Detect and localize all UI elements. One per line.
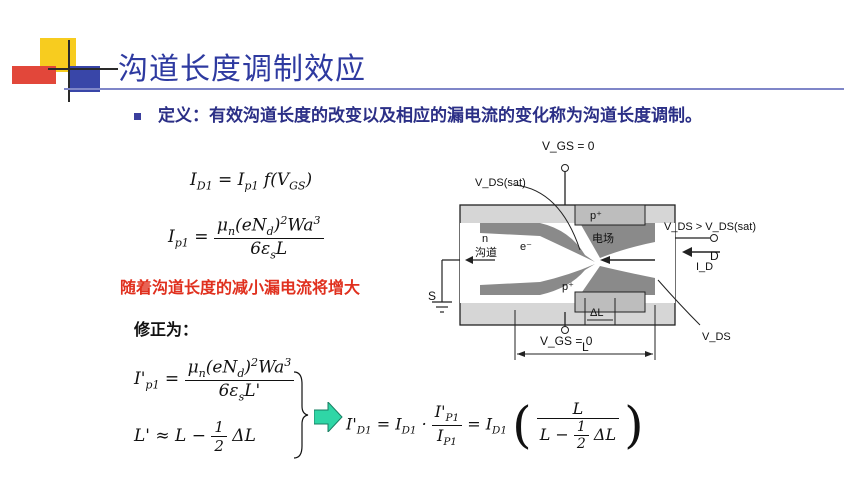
- label-vds: V_DS: [702, 331, 731, 343]
- formula-id1: ID1 = Ip1 f(VGS): [190, 170, 313, 193]
- label-vgs-top: V_GS = 0: [542, 139, 595, 153]
- label-p-bottom: p⁺: [562, 281, 574, 293]
- logo-decoration: [0, 0, 120, 110]
- label-delta-l: ΔL: [590, 307, 603, 319]
- correction-label: 修正为：: [134, 320, 199, 339]
- result-arrow-icon: [314, 402, 343, 432]
- label-channel: 沟道: [475, 245, 497, 259]
- page-title: 沟道长度调制效应: [118, 52, 366, 87]
- label-vds-condition: V_DS > V_DS(sat): [664, 221, 756, 233]
- label-drain: D: [710, 249, 719, 263]
- label-l: L: [582, 340, 589, 354]
- brace-symbol: [293, 371, 309, 459]
- title-divider: [64, 88, 844, 90]
- label-n: n: [482, 233, 488, 245]
- label-p-top: p⁺: [590, 210, 602, 222]
- label-vgs-bottom: V_GS = 0: [540, 334, 593, 348]
- label-id: I_D: [696, 261, 713, 273]
- definition-text: 定义：有效沟道长度的改变以及相应的漏电流的变化称为沟道长度调制。: [158, 106, 702, 126]
- label-vds-sat: V_DS(sat): [475, 177, 526, 189]
- label-electron: e⁻: [520, 241, 532, 253]
- highlight-note: 随着沟道长度的减小漏电流将增大: [120, 278, 361, 297]
- bullet-marker: [134, 113, 141, 120]
- jfet-channel-diagram: V_GS = 0 V_DS(sat) n 沟道 e⁻ 电场 p⁺ p⁺ V_DS…: [420, 130, 765, 360]
- label-source: S: [428, 289, 436, 303]
- label-field: 电场: [592, 231, 614, 245]
